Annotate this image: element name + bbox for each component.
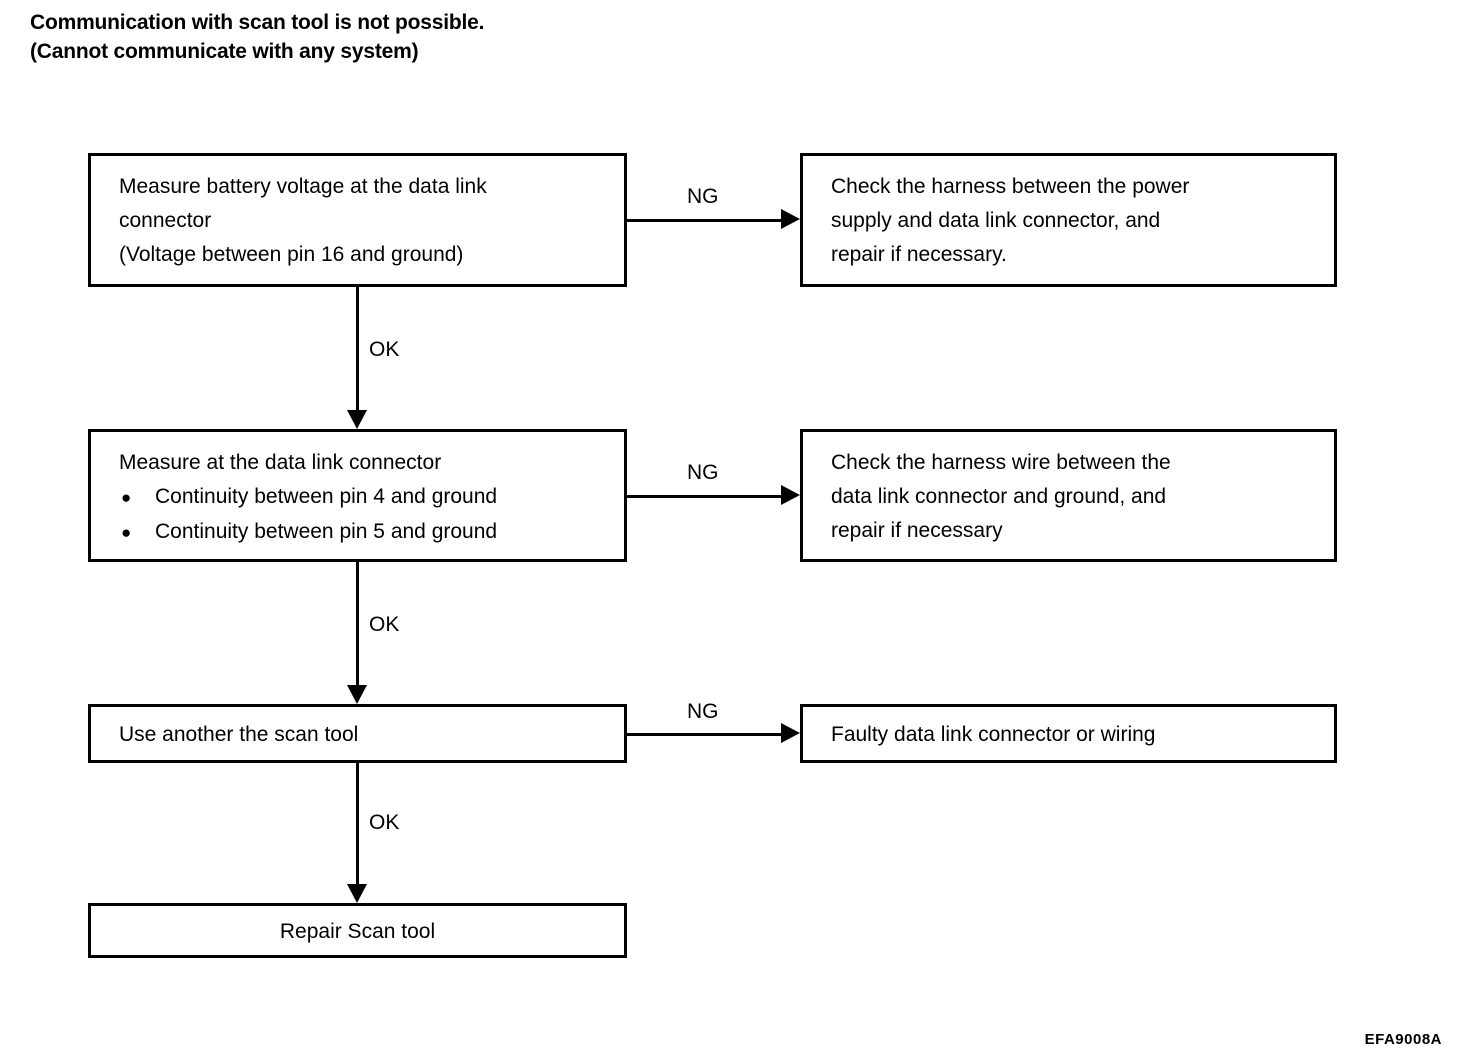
step-2-title: Measure at the data link connector bbox=[119, 451, 442, 474]
step-2-box: Measure at the data link connector ● Con… bbox=[88, 429, 627, 562]
step-1-ng-label: NG bbox=[687, 185, 719, 208]
step-2-ng-connector bbox=[627, 495, 782, 498]
step-2-bullet-item-1: ● Continuity between pin 4 and ground bbox=[121, 480, 497, 515]
result-2-box: Check the harness wire between the data … bbox=[800, 429, 1337, 562]
step-4-line-1: Repair Scan tool bbox=[279, 920, 436, 943]
step-3-ng-arrowhead bbox=[781, 723, 800, 743]
page-title: Communication with scan tool is not poss… bbox=[30, 8, 930, 66]
result-3-box: Faulty data link connector or wiring bbox=[800, 704, 1337, 763]
result-2-line-3: repair if necessary bbox=[831, 519, 1003, 542]
bullet-dot-icon: ● bbox=[121, 523, 132, 542]
step-3-ok-connector bbox=[356, 763, 359, 885]
step-1-line-1: Measure battery voltage at the data link bbox=[119, 175, 487, 198]
step-3-ok-label: OK bbox=[369, 811, 400, 834]
result-3-line-1: Faulty data link connector or wiring bbox=[831, 723, 1156, 746]
step-2-ok-label: OK bbox=[369, 613, 400, 636]
step-1-ng-connector bbox=[627, 219, 782, 222]
step-2-ok-arrowhead bbox=[347, 685, 367, 704]
step-1-ok-label: OK bbox=[369, 338, 400, 361]
result-1-line-2: supply and data link connector, and bbox=[831, 209, 1161, 232]
step-1-ok-arrowhead bbox=[347, 410, 367, 429]
result-2-line-2: data link connector and ground, and bbox=[831, 485, 1167, 508]
step-2-bullet-item-2: ● Continuity between pin 5 and ground bbox=[121, 515, 497, 550]
step-3-line-1: Use another the scan tool bbox=[119, 723, 359, 746]
step-3-ok-arrowhead bbox=[347, 884, 367, 903]
result-1-line-3: repair if necessary. bbox=[831, 243, 1007, 266]
step-3-ng-connector bbox=[627, 733, 782, 736]
result-1-box: Check the harness between the power supp… bbox=[800, 153, 1337, 287]
page-title-line-1: Communication with scan tool is not poss… bbox=[30, 11, 485, 34]
bullet-dot-icon: ● bbox=[121, 488, 132, 507]
step-1-ng-arrowhead bbox=[781, 209, 800, 229]
step-2-ok-connector bbox=[356, 562, 359, 686]
step-1-ok-connector bbox=[356, 287, 359, 411]
step-2-bullet-label-2: Continuity between pin 5 and ground bbox=[155, 520, 498, 543]
page-title-line-2: (Cannot communicate with any system) bbox=[30, 40, 419, 63]
result-2-line-1: Check the harness wire between the bbox=[831, 451, 1171, 474]
step-2-ng-label: NG bbox=[687, 461, 719, 484]
figure-code: EFA9008A bbox=[1364, 1031, 1442, 1048]
step-2-ng-arrowhead bbox=[781, 485, 800, 505]
step-3-ng-label: NG bbox=[687, 700, 719, 723]
step-1-line-2: connector bbox=[119, 209, 212, 232]
step-4-box: Repair Scan tool bbox=[88, 903, 627, 958]
step-1-line-3: (Voltage between pin 16 and ground) bbox=[119, 243, 464, 266]
step-2-bullet-label-1: Continuity between pin 4 and ground bbox=[155, 485, 498, 508]
step-2-bullet-list: ● Continuity between pin 4 and ground ● … bbox=[121, 480, 497, 550]
result-1-line-1: Check the harness between the power bbox=[831, 175, 1190, 198]
step-3-box: Use another the scan tool bbox=[88, 704, 627, 763]
step-1-box: Measure battery voltage at the data link… bbox=[88, 153, 627, 287]
